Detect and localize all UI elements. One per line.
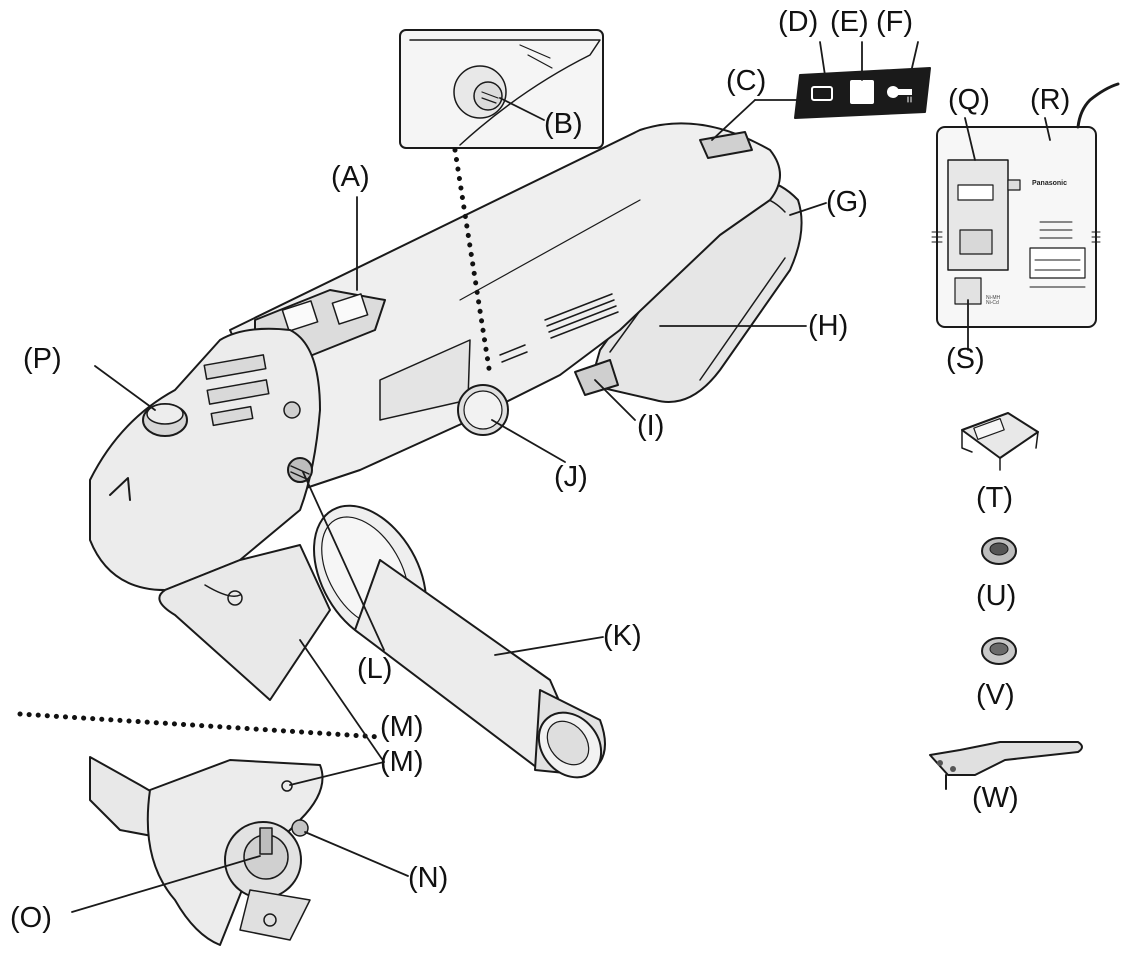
accessory-u-inner-flange xyxy=(981,537,1017,565)
label-l: (L) xyxy=(357,653,393,685)
label-f: (F) xyxy=(876,6,914,38)
accessory-v-lock-nut xyxy=(981,637,1017,665)
label-h: (H) xyxy=(808,310,849,342)
label-k: (K) xyxy=(603,620,642,652)
accessory-t-cover xyxy=(961,412,1039,471)
wheel-guard xyxy=(158,544,331,701)
label-m-lower: (M) xyxy=(380,746,424,778)
charger-brand-text: Panasonic xyxy=(1032,180,1068,187)
label-j: (J) xyxy=(554,461,588,493)
label-u: (U) xyxy=(976,580,1017,612)
label-a: (A) xyxy=(331,161,370,193)
accessory-w-wrench xyxy=(929,741,1083,790)
battery-release-button xyxy=(574,359,619,396)
rotation-arrow xyxy=(109,477,131,501)
label-s: (S) xyxy=(946,343,985,375)
label-p: (P) xyxy=(23,343,62,375)
label-b: (B) xyxy=(544,108,583,140)
label-v: (V) xyxy=(976,679,1015,711)
grinder-illustration xyxy=(89,122,803,779)
vent-slots xyxy=(499,293,619,363)
leader-lines xyxy=(71,41,1051,913)
label-n: (N) xyxy=(408,862,449,894)
label-g: (G) xyxy=(826,186,868,218)
charger-battery-type-text: Ni-MH Ni-Cd xyxy=(986,295,1001,306)
label-r: (R) xyxy=(1030,84,1071,116)
label-m-upper: (M) xyxy=(380,711,424,743)
bottom-detail xyxy=(89,756,324,946)
label-w: (W) xyxy=(972,782,1019,814)
charger xyxy=(931,82,1120,328)
side-handle xyxy=(313,504,606,779)
label-i: (I) xyxy=(637,410,665,442)
label-o: (O) xyxy=(10,902,52,934)
grinder-body xyxy=(229,122,781,491)
label-c: (C) xyxy=(726,65,767,97)
inset-b xyxy=(399,29,604,149)
label-q: (Q) xyxy=(948,84,990,116)
indicator-strip xyxy=(794,67,931,119)
separator-dotted-line xyxy=(17,711,383,740)
label-e: (E) xyxy=(830,6,869,38)
label-d: (D) xyxy=(778,6,819,38)
head-vents xyxy=(203,354,270,427)
inset-b-dotted-line xyxy=(452,147,493,378)
label-t: (T) xyxy=(976,482,1014,514)
